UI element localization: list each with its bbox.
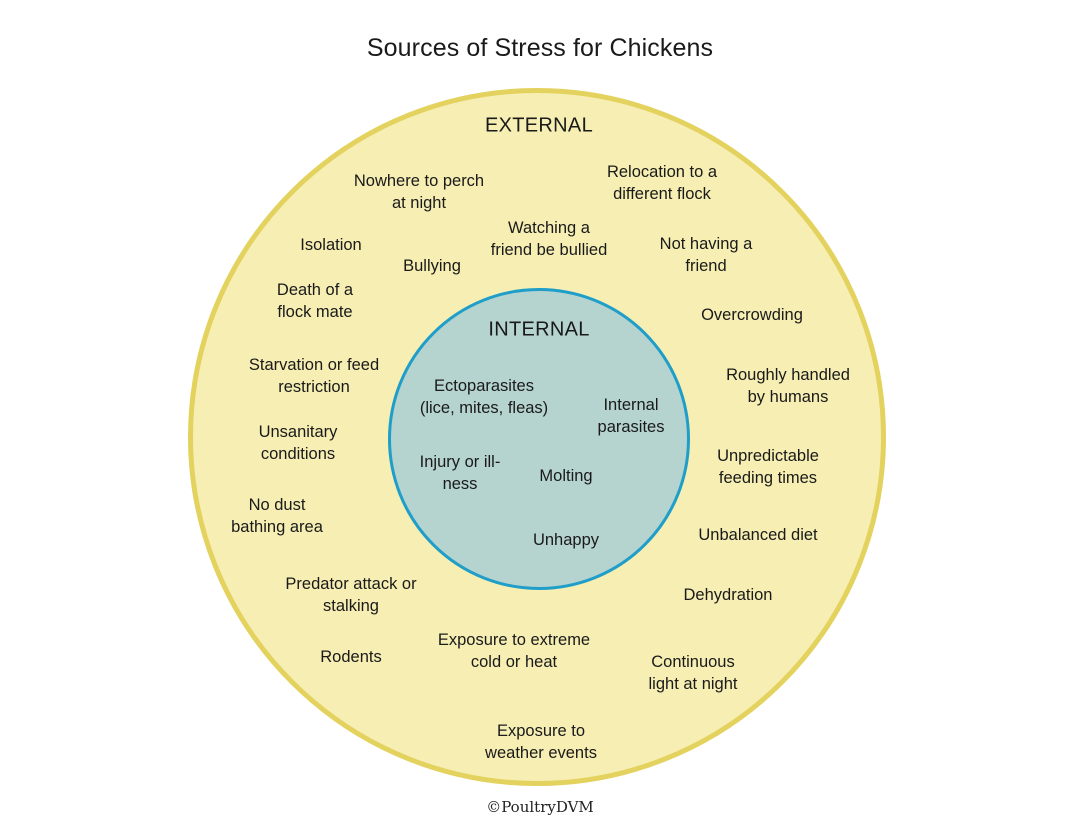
external-item: Watching a friend be bullied (490, 219, 608, 259)
external-item: Isolation (300, 236, 362, 254)
external-item: Not having a friend (659, 235, 753, 275)
external-item: Nowhere to perch at night (353, 172, 485, 212)
diagram-title: Sources of Stress for Chickens (366, 34, 714, 62)
internal-heading: INTERNAL (488, 318, 590, 341)
external-item: Unpredictable feeding times (717, 447, 819, 487)
external-item: Continuous light at night (648, 653, 738, 693)
external-item: Overcrowding (701, 306, 803, 324)
internal-item: Ectoparasites (lice, mites, fleas) (419, 377, 549, 417)
external-item: Bullying (403, 257, 461, 275)
external-item: Starvation or feed restriction (248, 356, 380, 396)
external-item: Death of a flock mate (276, 281, 354, 321)
external-heading: EXTERNAL (485, 114, 593, 137)
external-item: Dehydration (683, 586, 773, 604)
internal-item: Injury or ill- ness (419, 453, 501, 493)
external-item: Exposure to weather events (485, 722, 597, 762)
internal-item: Unhappy (532, 531, 600, 549)
internal-item: Internal parasites (597, 396, 665, 436)
external-item: Roughly handled by humans (726, 366, 850, 406)
external-item: No dust bathing area (231, 496, 323, 536)
external-item: Unsanitary conditions (258, 423, 338, 463)
copyright-notice: ©PoultryDVM (486, 798, 594, 816)
external-item: Exposure to extreme cold or heat (437, 631, 591, 671)
internal-item: Molting (539, 467, 593, 485)
internal-circle (388, 288, 690, 590)
external-item: Predator attack or stalking (285, 575, 417, 615)
external-item: Rodents (320, 648, 382, 666)
external-item: Unbalanced diet (698, 526, 818, 544)
external-item: Relocation to a different flock (606, 163, 718, 203)
